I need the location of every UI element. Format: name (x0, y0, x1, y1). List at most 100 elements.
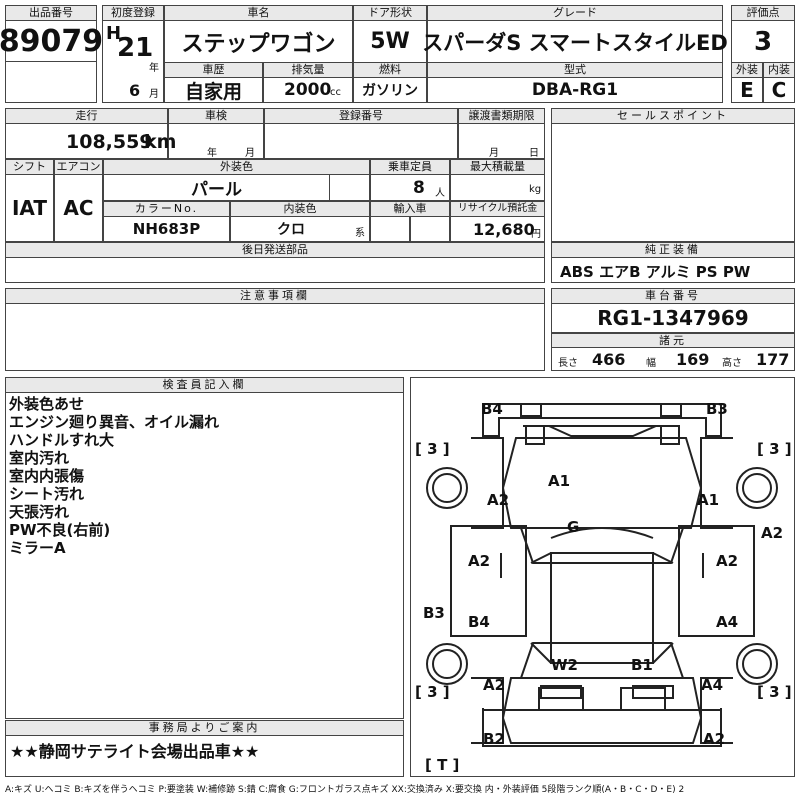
mark-b1-rear: B1 (631, 656, 653, 674)
damage-diagram: [ 3 ] [ 3 ] [ 3 ] [ 3 ] [ T ] B4 B3 A1 A… (410, 377, 795, 777)
ext-color: パール (191, 180, 242, 200)
displacement: 2000 (284, 80, 332, 100)
mark-a1-right-front: A1 (697, 491, 720, 509)
score-cell: 3 (731, 20, 795, 63)
sales-points-label: セールスポイント (551, 108, 795, 124)
length: 466 (592, 350, 626, 369)
mark-a2-left-front: A2 (487, 491, 510, 509)
first-reg-month-unit: 月 (149, 89, 159, 100)
doors-cell: 5W (353, 20, 427, 63)
ext-color-extra (329, 174, 370, 201)
notes-label: 注意事項欄 (5, 288, 545, 304)
color-no: NH683P (132, 220, 201, 238)
grade-cell: スパーダS スマートスタイルED (422, 20, 728, 63)
int-color: クロ (277, 222, 305, 238)
model-label: 型式 (427, 62, 723, 78)
office-label: 事務局よりご案内 (5, 720, 404, 736)
lot-blank (5, 61, 97, 103)
inspector-label: 検査員記入欄 (5, 377, 404, 393)
int-color-label: 内装色 (230, 201, 370, 217)
max-load-unit: kg (529, 184, 542, 195)
score-ext-label: 外装 (731, 62, 763, 78)
inspector-line: 室内汚れ (9, 449, 70, 467)
width: 169 (676, 350, 710, 369)
mileage: 108,559 (66, 131, 153, 153)
score-int-cell: C (763, 77, 795, 103)
chassis-label: 車台番号 (551, 288, 795, 304)
mark-b4-top: B4 (481, 400, 503, 418)
inspector-cell: 外装色あせ エンジン廻り異音、オイル漏れ ハンドルすれ大 室内汚れ 室内内張傷 … (5, 392, 404, 719)
mark-b4-left-rear: B4 (468, 613, 490, 631)
import-cell-2 (410, 216, 450, 242)
first-reg-cell: H 21 年 6 月 (102, 20, 164, 103)
fuel-cell: ガソリン (353, 77, 427, 103)
lot-number: 89079 (0, 23, 104, 59)
specs-cell: 長さ 466 幅 169 高さ 177 (551, 347, 795, 371)
aircon-cell: AC (54, 174, 103, 242)
width-label: 幅 (646, 358, 656, 369)
transfer-cell: 月 日 (458, 123, 545, 159)
tyre-rl: [ 3 ] (415, 683, 450, 701)
car-name-cell: ステップワゴン (164, 20, 353, 63)
recycle-cell: 12,680 円 (450, 216, 545, 242)
mark-a4-right-rear: A4 (716, 613, 739, 631)
score-ext: E (740, 78, 754, 102)
int-color-suffix: 系 (355, 228, 365, 239)
aircon-label: エアコン (54, 159, 103, 175)
lot-label: 出品番号 (5, 5, 97, 21)
mark-w2-rear: W2 (551, 656, 578, 674)
legend: A:キズ U:ヘコミ B:キズを伴うヘコミ P:要塗装 W:補修跡 S:錆 C:… (5, 785, 685, 795)
first-reg-label: 初度登録 (102, 5, 164, 21)
recycle-unit: 円 (531, 229, 541, 240)
mark-a2-left-bottom: A2 (483, 676, 506, 694)
score-ext-cell: E (731, 77, 763, 103)
inspector-line: ハンドルすれ大 (9, 431, 115, 449)
chassis: RG1-1347969 (597, 306, 749, 330)
fuel: ガソリン (362, 83, 418, 99)
mileage-cell: 108,559 km (5, 123, 176, 159)
ext-color-cell: パール (103, 174, 330, 201)
spare-tyre: [ T ] (425, 756, 460, 774)
fuel-label: 燃料 (353, 62, 427, 78)
inspector-line: ミラーA (9, 539, 66, 557)
mileage-label: 走行 (5, 108, 168, 124)
model: DBA-RG1 (531, 80, 619, 100)
shift-cell: IAT (5, 174, 54, 242)
tyre-fl: [ 3 ] (415, 440, 450, 458)
model-cell: DBA-RG1 (427, 77, 723, 103)
score-label: 評価点 (731, 5, 795, 21)
mark-a4-right-bottom: A4 (701, 676, 724, 694)
recycle-label: リサイクル預託金 (450, 201, 545, 217)
history: 自家用 (184, 80, 242, 103)
int-color-cell: クロ 系 (230, 216, 370, 242)
length-label: 長さ (558, 358, 578, 369)
doors: 5W (370, 29, 410, 54)
first-reg-month: 6 (129, 81, 141, 100)
first-reg-year-unit: 年 (149, 63, 159, 74)
transfer-label: 譲渡書類期限 (458, 108, 545, 124)
notes-cell (5, 303, 545, 371)
score: 3 (753, 26, 773, 57)
import-cell (370, 216, 410, 242)
mark-a2-far-right: A2 (761, 524, 784, 542)
color-no-label: カラーNo. (103, 201, 230, 217)
inspector-lines: 外装色あせ エンジン廻り異音、オイル漏れ ハンドルすれ大 室内汚れ 室内内張傷 … (9, 395, 219, 557)
inspector-line: シート汚れ (9, 485, 85, 503)
grade: スパーダS スマートスタイルED (422, 30, 728, 55)
import-label: 輸入車 (370, 201, 450, 217)
displacement-unit: cc (330, 87, 341, 98)
mark-g-windshield: G (567, 518, 580, 536)
first-reg-era: H (106, 23, 122, 44)
capacity-unit: 人 (435, 188, 445, 199)
office-note: ★★静岡サテライト会場出品車★★ (10, 742, 260, 761)
mark-a1-hood: A1 (548, 472, 571, 490)
car-name: ステップワゴン (181, 31, 336, 57)
car-name-label: 車名 (164, 5, 353, 21)
chassis-cell: RG1-1347969 (551, 303, 795, 333)
mark-a2-right-door: A2 (716, 552, 739, 570)
inspector-line: 室内内張傷 (9, 467, 85, 485)
equipment-label: 純正装備 (551, 242, 795, 258)
later-parts-cell (5, 257, 545, 283)
grade-label: グレード (427, 5, 723, 21)
car-outline (426, 403, 778, 747)
